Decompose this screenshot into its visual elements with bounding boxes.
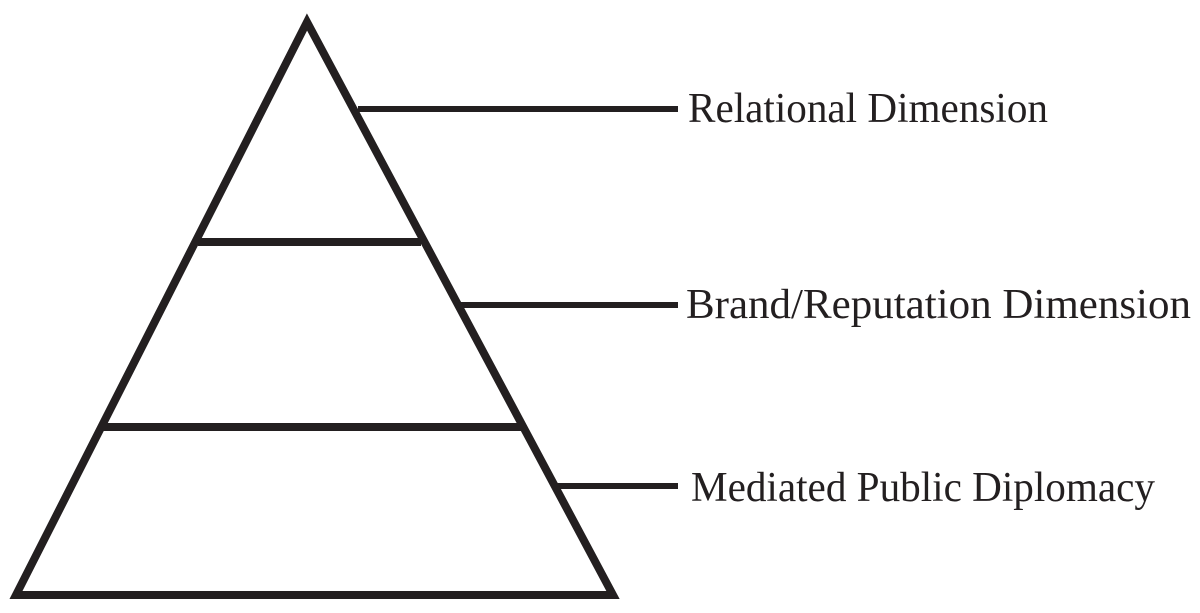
label-brand-reputation-dimension: Brand/Reputation Dimension xyxy=(686,282,1191,328)
label-relational-dimension: Relational Dimension xyxy=(688,86,1048,132)
pyramid-outline xyxy=(9,13,620,599)
label-mediated-public-diplomacy: Mediated Public Diplomacy xyxy=(691,465,1155,511)
